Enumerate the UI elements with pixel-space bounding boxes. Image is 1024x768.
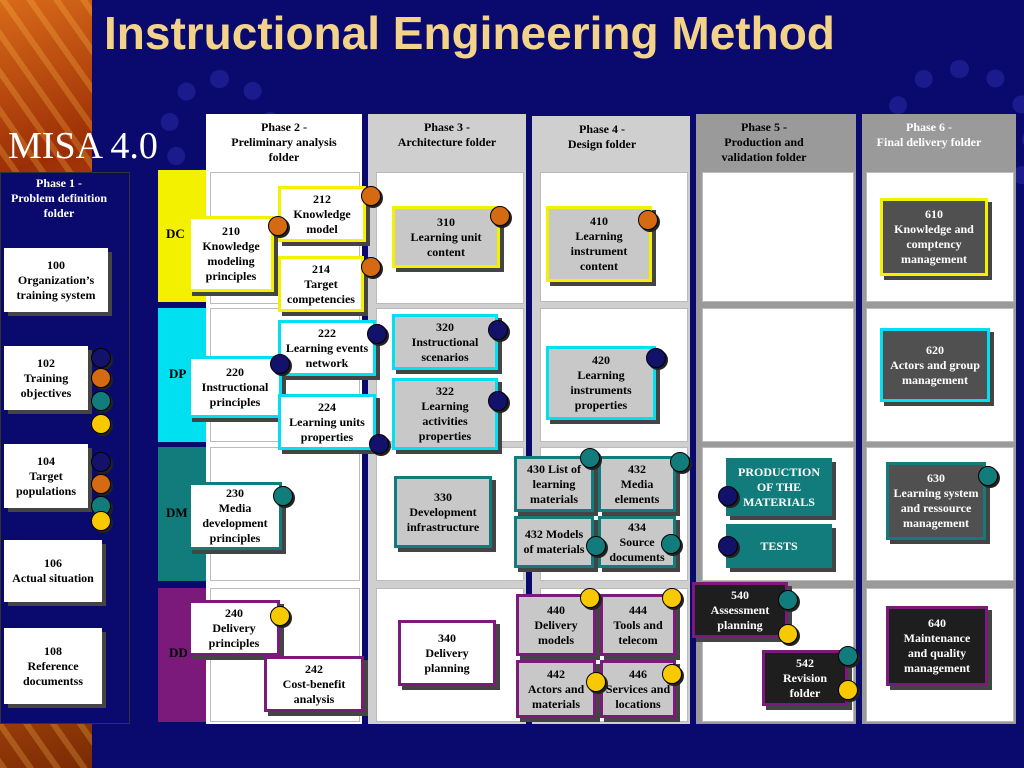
- item-242[interactable]: 242 Cost-benefit analysis: [264, 656, 364, 712]
- item-240[interactable]: 240 Delivery principles: [188, 600, 280, 656]
- link-dot-orange: [638, 210, 658, 230]
- item-322[interactable]: 322 Learning activities properties: [392, 378, 498, 450]
- item-320[interactable]: 320 Instructional scenarios: [392, 314, 498, 370]
- item-104[interactable]: 104 Target populations: [4, 444, 88, 508]
- link-dot-teal: [978, 466, 998, 486]
- band-dd-label: DD: [169, 645, 188, 660]
- phase4-header: Phase 4 - Design folder: [567, 122, 637, 151]
- item-434[interactable]: 434 Source documents: [598, 516, 676, 568]
- item-420[interactable]: 420 Learning instruments properties: [546, 346, 656, 420]
- item-230[interactable]: 230 Media development principles: [188, 482, 282, 550]
- item-540[interactable]: 540 Assessment planning: [692, 582, 788, 638]
- item-310[interactable]: 310 Learning unit content: [392, 206, 500, 268]
- link-dot-yellow: [91, 511, 111, 531]
- link-dot-orange: [490, 206, 510, 226]
- item-212[interactable]: 212 Knowledge model: [278, 186, 366, 242]
- link-dot-yellow: [662, 588, 682, 608]
- item-410[interactable]: 410 Learning instrument content: [546, 206, 652, 282]
- link-dot-yellow: [662, 664, 682, 684]
- band-dm-label: DM: [166, 505, 188, 520]
- link-dot-navy: [91, 348, 111, 368]
- cell: [702, 172, 854, 302]
- link-dot-navy: [369, 434, 389, 454]
- phase5-header: Phase 5 - Production and validation fold…: [721, 120, 807, 164]
- link-dot-orange: [91, 474, 111, 494]
- item-106[interactable]: 106 Actual situation: [4, 540, 102, 602]
- item-330[interactable]: 330 Development infrastructure: [394, 476, 492, 548]
- link-dot-orange: [361, 186, 381, 206]
- item-432-models[interactable]: 432 Models of materials: [514, 516, 594, 568]
- link-dot-yellow: [580, 588, 600, 608]
- cell: [702, 308, 854, 442]
- item-640[interactable]: 640 Maintenance and quality management: [886, 606, 988, 686]
- link-dot-navy: [270, 354, 290, 374]
- link-dot-orange: [361, 257, 381, 277]
- item-210[interactable]: 210 Knowledge modeling principles: [188, 216, 274, 292]
- item-340[interactable]: 340 Delivery planning: [398, 620, 496, 686]
- phase2-header: Phase 2 - Preliminary analysis folder: [231, 120, 337, 164]
- item-432-media[interactable]: 432 Media elements: [598, 456, 676, 512]
- production-of-materials[interactable]: PRODUCTION OF THE MATERIALS: [726, 458, 832, 516]
- link-dot-teal: [670, 452, 690, 472]
- item-220[interactable]: 220 Instructional principles: [188, 356, 282, 418]
- link-dot-orange: [91, 368, 111, 388]
- link-dot-teal: [838, 646, 858, 666]
- method-version: MISA 4.0: [8, 125, 158, 167]
- link-dot-teal: [661, 534, 681, 554]
- tests-box[interactable]: TESTS: [726, 524, 832, 568]
- item-102[interactable]: 102 Training objectives: [4, 346, 88, 410]
- link-dot-teal: [91, 391, 111, 411]
- item-542[interactable]: 542 Revision folder: [762, 650, 848, 706]
- item-222[interactable]: 222 Learning events network: [278, 320, 376, 376]
- link-dot-teal: [580, 448, 600, 468]
- item-108[interactable]: 108 Reference documentss: [4, 628, 102, 704]
- item-442[interactable]: 442 Actors and materials: [516, 660, 596, 718]
- link-dot-teal: [273, 486, 293, 506]
- item-620[interactable]: 620 Actors and group management: [880, 328, 990, 402]
- page-title: Instructional Engineering Method: [104, 7, 835, 59]
- band-dp-label: DP: [169, 366, 187, 381]
- phase3-header: Phase 3 - Architecture folder: [397, 120, 497, 149]
- link-dot-navy: [718, 536, 738, 556]
- link-dot-teal: [586, 536, 606, 556]
- item-224[interactable]: 224 Learning units properties: [278, 394, 376, 450]
- band-dc-label: DC: [166, 226, 185, 241]
- link-dot-yellow: [838, 680, 858, 700]
- link-dot-orange: [268, 216, 288, 236]
- link-dot-navy: [488, 391, 508, 411]
- item-214[interactable]: 214 Target competencies: [278, 256, 364, 312]
- phase1-header: Phase 1 - Problem definition folder: [10, 176, 108, 220]
- link-dot-navy: [91, 452, 111, 472]
- phase6-header: Phase 6 - Final delivery folder: [876, 120, 982, 149]
- link-dot-yellow: [270, 606, 290, 626]
- item-610[interactable]: 610 Knowledge and comptency management: [880, 198, 988, 276]
- link-dot-navy: [646, 348, 666, 368]
- link-dot-navy: [488, 320, 508, 340]
- item-100[interactable]: 100 Organization’s training system: [4, 248, 108, 312]
- link-dot-navy: [367, 324, 387, 344]
- item-630[interactable]: 630 Learning system and ressource manage…: [886, 462, 986, 540]
- link-dot-yellow: [586, 672, 606, 692]
- link-dot-yellow: [91, 414, 111, 434]
- link-dot-yellow: [778, 624, 798, 644]
- link-dot-teal: [778, 590, 798, 610]
- item-430[interactable]: 430 List of learning materials: [514, 456, 594, 512]
- link-dot-navy: [718, 486, 738, 506]
